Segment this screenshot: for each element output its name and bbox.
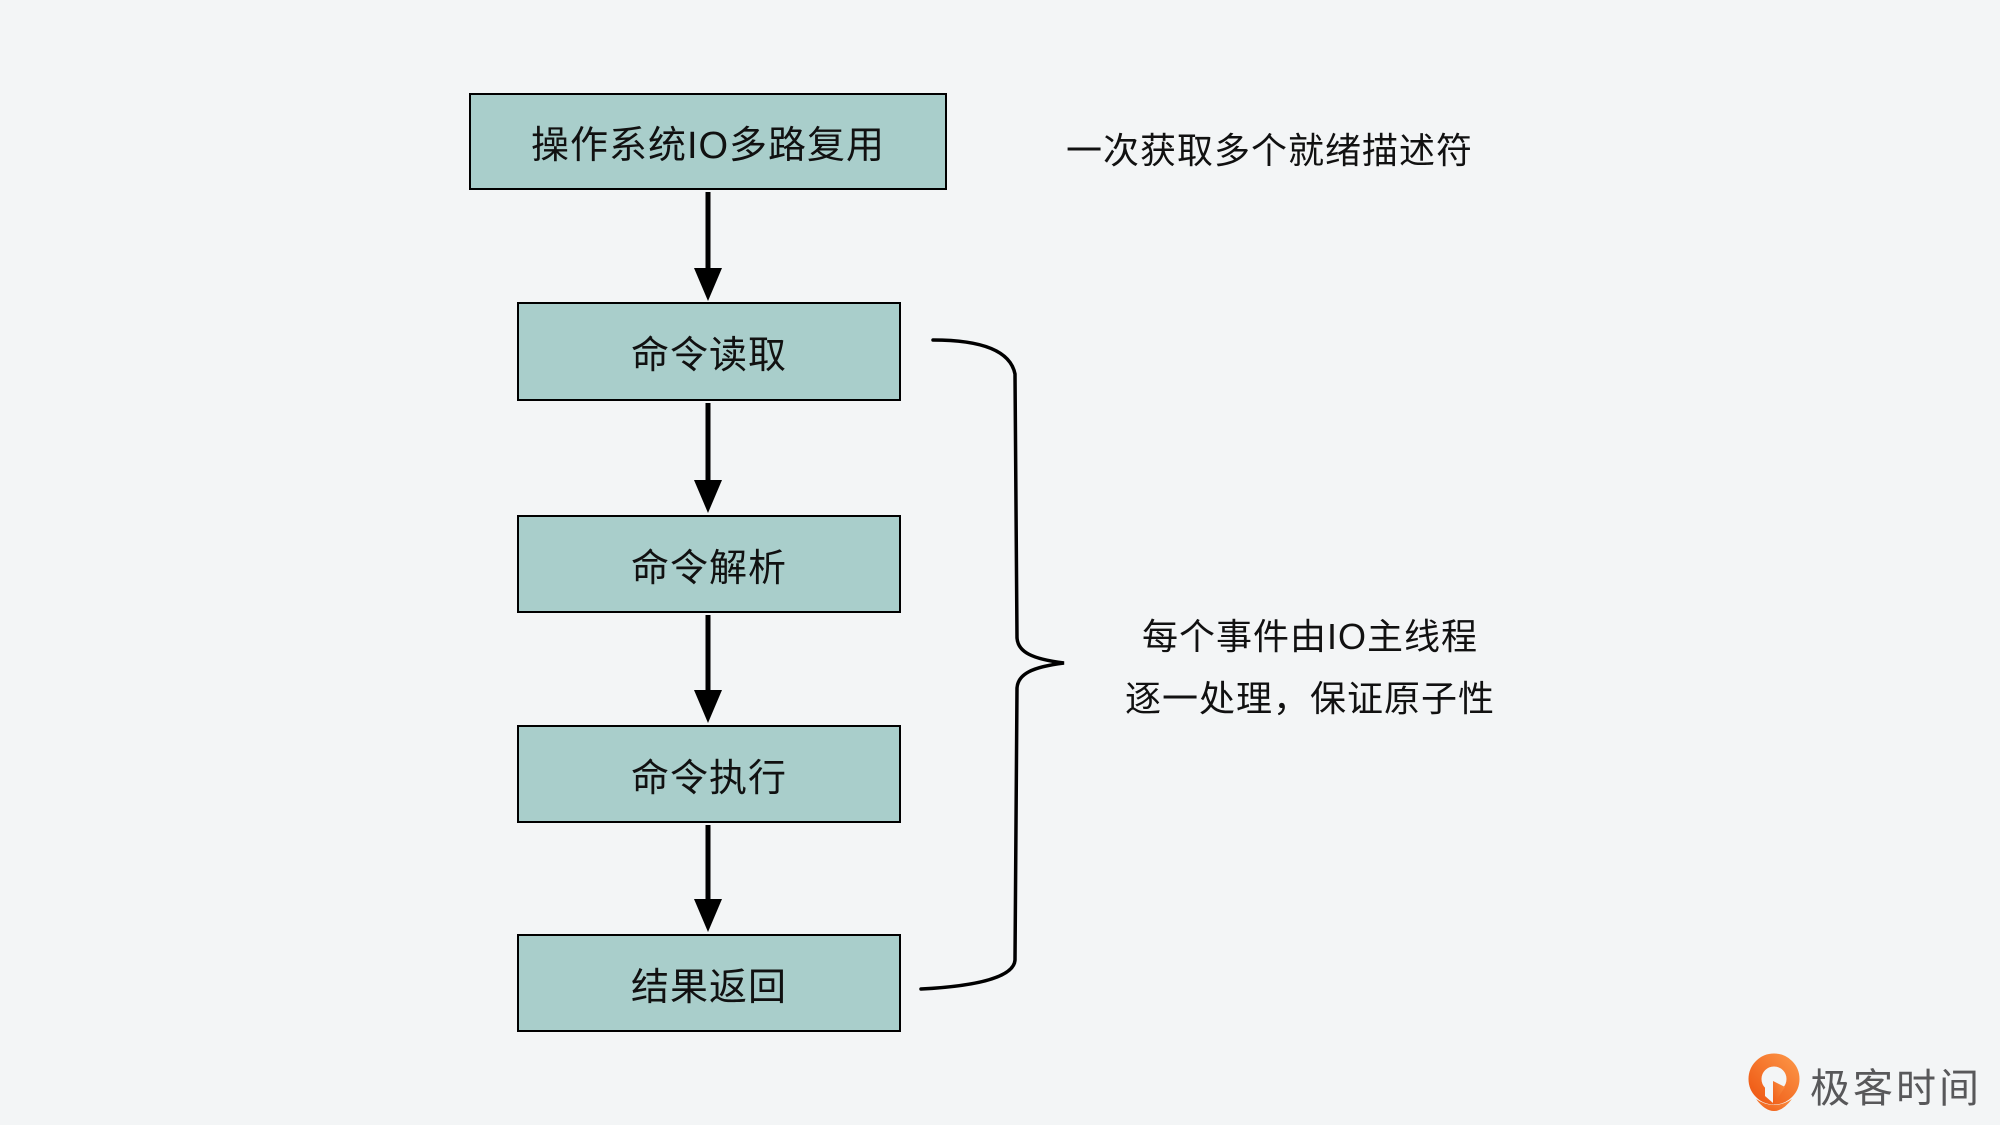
geektime-logo-text: 极客时间 [1810,1067,1982,1111]
flow-node-command-execute: 命令执行 [517,725,901,823]
atomicity-note: 每个事件由IO主线程 逐一处理，保证原子性 [1080,606,1540,730]
geektime-logo-icon [1748,1053,1800,1117]
flow-arrow-4 [694,825,722,932]
flow-arrow-3 [694,615,722,723]
flow-arrow-1 [694,192,722,301]
curly-brace [919,338,1065,991]
flow-node-label: 命令读取 [630,335,787,377]
multiplexing-note: 一次获取多个就绪描述符 [1066,130,1474,171]
flow-node-io-multiplexing: 操作系统IO多路复用 [469,93,947,190]
flow-node-label: 操作系统IO多路复用 [530,125,886,167]
flow-node-label: 命令解析 [630,547,787,590]
flow-node-command-read: 命令读取 [517,302,901,401]
flow-arrow-2 [694,403,722,513]
flow-node-label: 命令执行 [630,757,787,800]
flow-node-result-return: 结果返回 [517,934,901,1032]
geektime-brand: 极客时间 [1748,1053,1982,1117]
atomicity-note-line2: 逐一处理，保证原子性 [1124,678,1495,719]
flow-node-command-parse: 命令解析 [517,515,901,613]
atomicity-note-line1: 每个事件由IO主线程 [1141,616,1478,657]
flow-node-label: 结果返回 [630,966,787,1009]
